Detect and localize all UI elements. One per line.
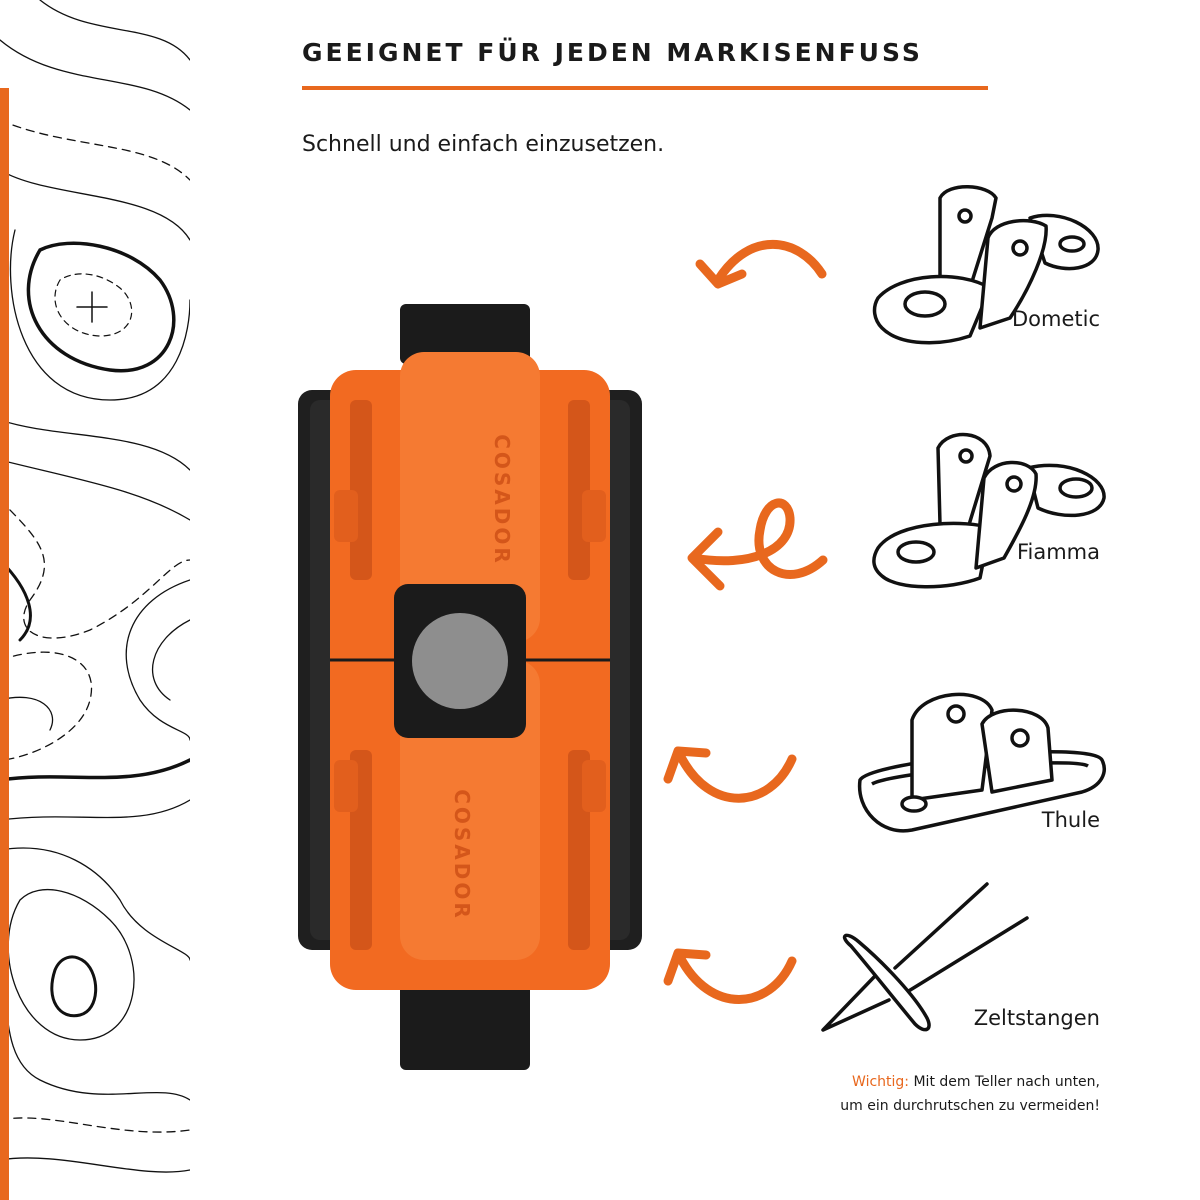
arrow-curved-icon (663, 746, 797, 803)
accent-stripe (0, 88, 9, 1200)
note-warning-label: Wichtig: (852, 1074, 910, 1090)
arrow-loop-icon (687, 498, 828, 591)
product-center-hole (394, 584, 526, 738)
page-subtitle: Schnell und einfach einzusetzen. (302, 132, 665, 157)
important-note: Wichtig: Mit dem Teller nach unten, um e… (800, 1070, 1100, 1118)
arrow-curved-icon (695, 240, 827, 289)
topographic-pattern (0, 0, 190, 1173)
mount-label-dometic: Dometic (1011, 307, 1100, 331)
arrow-curved-icon (663, 948, 797, 1004)
dometic-foot-icon (872, 185, 1100, 345)
tent-peg-icon (821, 882, 1029, 1032)
brand-mark-top: COSADOR (490, 434, 514, 566)
page-title: GEEIGNET FÜR JEDEN MARKISENFUSS (302, 38, 923, 67)
mount-label-fiamma: Fiamma (1016, 540, 1100, 564)
note-line-1: Wichtig: Mit dem Teller nach unten, (800, 1070, 1100, 1094)
note-text-1: Mit dem Teller nach unten, (913, 1074, 1100, 1090)
note-line-2: um ein durchrutschen zu vermeiden! (840, 1098, 1100, 1114)
mount-label-thule: Thule (1041, 808, 1100, 832)
mount-label-zeltstangen: Zeltstangen (973, 1006, 1100, 1030)
fiamma-foot-icon (872, 432, 1106, 589)
title-underline (302, 86, 988, 90)
brand-mark-bottom: COSADOR (450, 789, 474, 921)
product-image: COSADOR COSADOR (298, 304, 642, 1070)
thule-foot-icon (857, 692, 1106, 833)
